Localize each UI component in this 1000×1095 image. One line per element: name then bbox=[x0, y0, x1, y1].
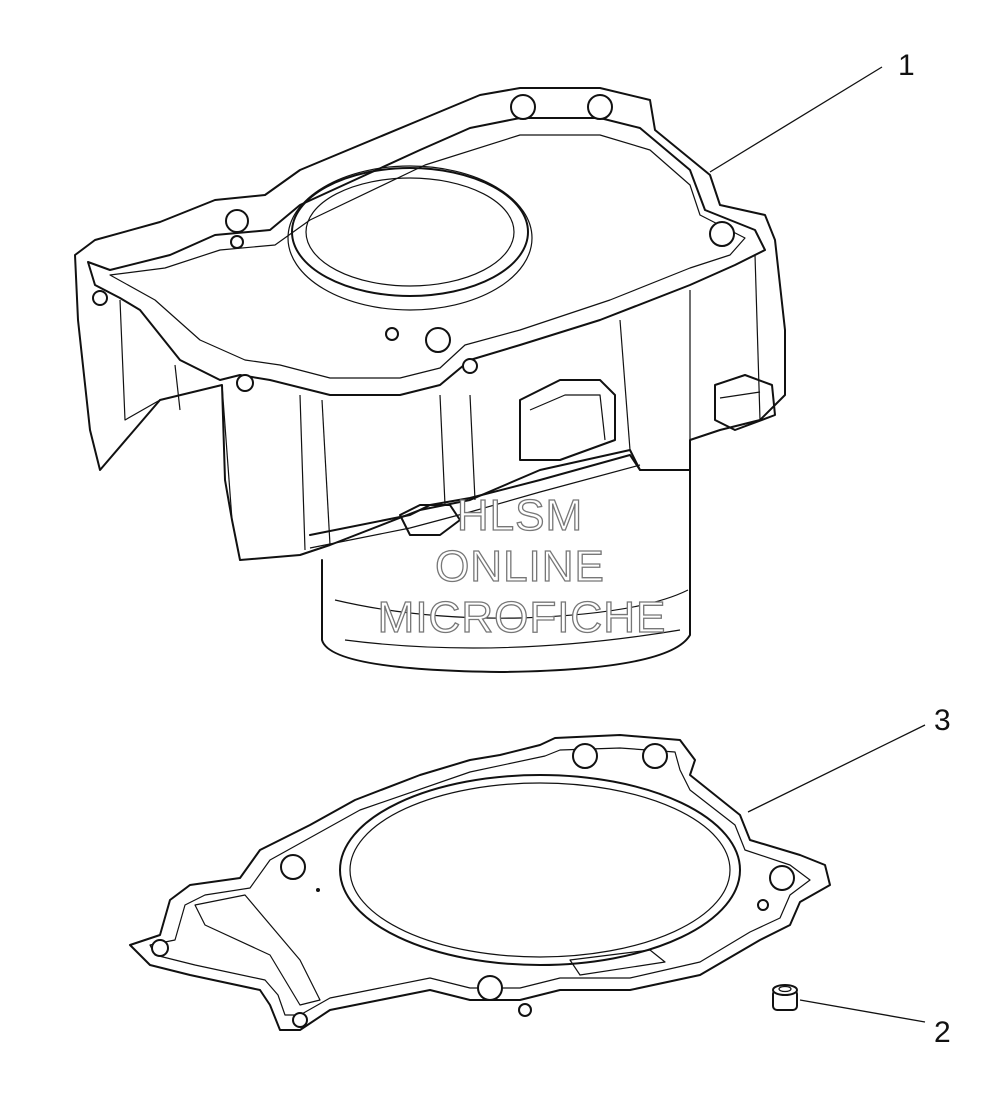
watermark-line-2: ONLINE bbox=[435, 542, 605, 591]
callout-3: 3 bbox=[934, 704, 951, 737]
cylinder-part[interactable] bbox=[74, 87, 786, 673]
watermark-line-3: MICROFICHE bbox=[378, 593, 667, 642]
leader-line-1 bbox=[709, 66, 883, 173]
callout-1: 1 bbox=[898, 49, 915, 82]
leader-line-2 bbox=[799, 999, 926, 1023]
watermark-line-1: HLSM bbox=[457, 491, 583, 540]
watermark: HLSM ONLINE MICROFICHE bbox=[377, 490, 667, 642]
callout-2: 2 bbox=[934, 1016, 951, 1049]
head-gasket-part[interactable] bbox=[129, 734, 831, 1031]
leader-line-3 bbox=[747, 724, 926, 813]
dowel-pin-part[interactable] bbox=[772, 984, 798, 1011]
